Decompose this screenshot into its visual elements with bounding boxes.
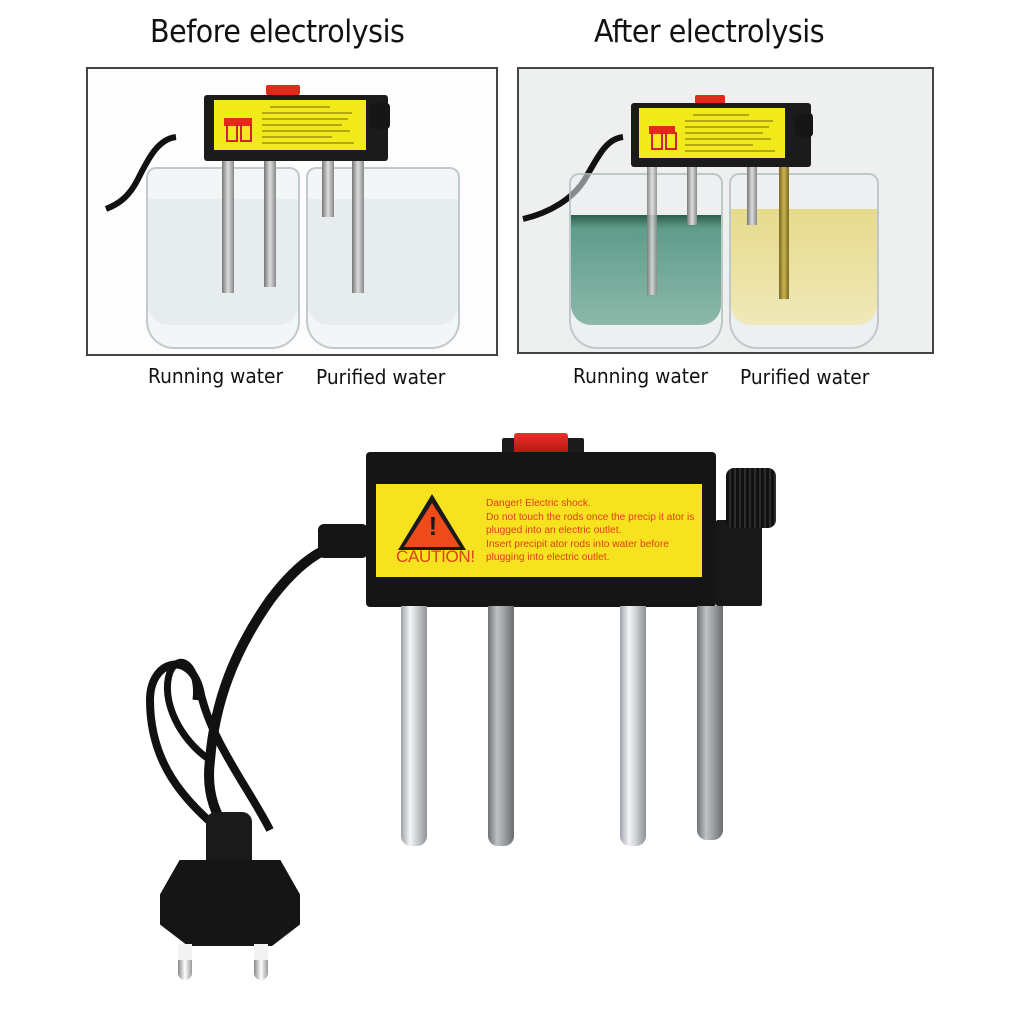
caution-label: ! CAUTION! Danger! Electric shock. Do no…: [376, 484, 702, 577]
rod: [747, 165, 757, 225]
knob-icon: [795, 113, 813, 137]
electrode-rod-2: [488, 606, 514, 846]
glass-running-water: [569, 173, 723, 349]
caption-before-purified-water: Purified water: [316, 365, 446, 389]
exclamation-icon: !: [428, 511, 438, 541]
power-switch: [695, 95, 725, 104]
after-electrolysis-heading: After electrolysis: [594, 14, 825, 50]
rod: [647, 165, 657, 295]
rod: [264, 157, 276, 287]
power-switch: [514, 433, 568, 455]
cable-icon: [104, 134, 177, 212]
caution-title: CAUTION!: [396, 547, 475, 566]
before-photo-panel: [86, 67, 498, 356]
eu-plug: [160, 860, 300, 946]
rod: [322, 157, 334, 217]
plug-pin: [254, 944, 268, 980]
warning-text: Danger! Electric shock. Do not touch the…: [486, 498, 695, 563]
rod: [352, 157, 364, 293]
knob-icon: [726, 468, 776, 528]
electrode-rod-4: [697, 606, 723, 840]
before-electrolysis-heading: Before electrolysis: [150, 14, 405, 50]
device-label: [639, 108, 785, 158]
device-side: [716, 520, 762, 606]
device-label: [214, 100, 366, 150]
electrode-rod-3: [620, 606, 646, 846]
plug-neck: [206, 812, 252, 868]
power-switch: [266, 85, 300, 95]
glass-purified-water: [306, 167, 460, 349]
caption-after-running-water: Running water: [573, 364, 709, 388]
plug-pin: [178, 944, 192, 980]
knob-icon: [370, 103, 390, 129]
electrode-rod-1: [401, 606, 427, 846]
after-photo-panel: [517, 67, 934, 354]
rod: [687, 165, 697, 225]
rod: [779, 165, 789, 299]
caption-before-running-water: Running water: [148, 364, 284, 388]
rod: [222, 157, 234, 293]
caption-after-purified-water: Purified water: [740, 365, 870, 389]
